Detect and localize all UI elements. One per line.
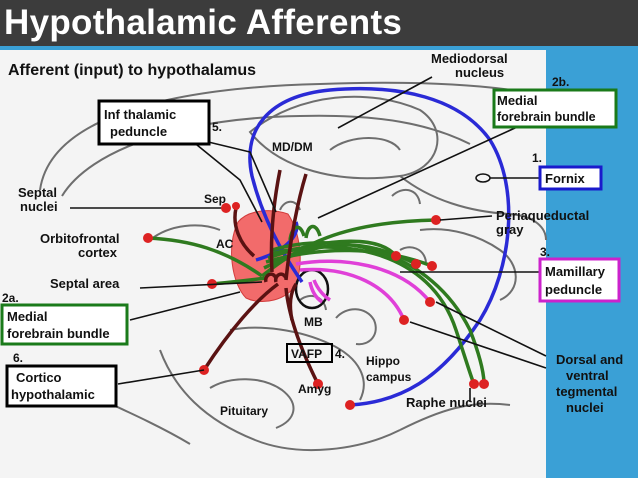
label-mb: MB — [304, 315, 323, 329]
number-3: 3. — [540, 245, 550, 259]
septal-nuclei-dot — [221, 203, 231, 213]
label-orbitofrontal-line1: Orbitofrontal — [40, 231, 119, 246]
mfb-endpoint-dots — [143, 215, 489, 389]
box-mamillary-peduncle — [538, 257, 621, 303]
label-mfb-right-line2: forebrain bundle — [497, 110, 596, 124]
label-orbitofrontal-line2: cortex — [78, 245, 118, 260]
number-6: 6. — [13, 351, 23, 365]
mfb-pathway — [147, 218, 486, 385]
box-inf-thalamic-peduncle — [97, 99, 211, 146]
box-vafp — [286, 343, 333, 363]
fornix-dot — [345, 400, 355, 410]
label-mediodorsal-line1: Mediodorsal — [431, 51, 508, 66]
label-tegmental-line1: Dorsal and — [556, 352, 623, 367]
number-2a: 2a. — [2, 291, 19, 305]
label-inf-thalamic-line1: Inf thalamic — [104, 107, 176, 122]
label-mfb-left-line2: forebrain bundle — [7, 326, 110, 341]
label-hippocampus-line2: campus — [366, 370, 412, 384]
cortico-amygdala-pathway — [202, 169, 320, 385]
label-sep: Sep — [204, 192, 226, 206]
label-ac: AC — [216, 237, 234, 251]
label-mfb-right-line1: Medial — [497, 93, 537, 108]
number-5: 5. — [212, 120, 222, 134]
label-cortico-line1: Cortico — [16, 370, 62, 385]
box-cortico-hypothalamic — [5, 364, 118, 408]
figure-heading: Afferent (input) to hypothalamus — [8, 62, 256, 79]
label-septal-nuclei-line1: Septal — [18, 185, 57, 200]
label-mfb-left-line1: Medial — [7, 309, 47, 324]
label-fornix: Fornix — [545, 171, 585, 186]
mamillary-peduncle-pathway — [295, 259, 432, 321]
label-vafp: VAFP — [291, 347, 322, 361]
number-4: 4. — [335, 347, 345, 361]
label-septal-nuclei-line2: nuclei — [20, 199, 58, 214]
label-mediodorsal-line2: nucleus — [455, 65, 504, 80]
slide-title: Hypothalamic Afferents — [4, 3, 403, 42]
label-mamillary-line1: Mamillary — [545, 264, 606, 279]
label-md-dm: MD/DM — [272, 140, 313, 154]
label-mamillary-line2: peduncle — [545, 282, 602, 297]
label-inf-thalamic-line2: peduncle — [110, 124, 167, 139]
label-periaqueductal-line2: gray — [496, 222, 524, 237]
label-amyg: Amyg — [298, 382, 331, 396]
box-medial-forebrain-bundle-right — [492, 88, 618, 129]
label-hippocampus-line1: Hippo — [366, 354, 400, 368]
leader-lines — [70, 76, 551, 402]
label-pituitary: Pituitary — [220, 404, 268, 418]
box-fornix — [538, 165, 603, 191]
number-2b: 2b. — [552, 75, 569, 89]
label-cortico-line2: hypothalamic — [11, 387, 95, 402]
label-tegmental-line4: nuclei — [566, 400, 604, 415]
box-medial-forebrain-bundle-left — [0, 303, 129, 346]
label-septal-area: Septal area — [50, 276, 120, 291]
number-1: 1. — [532, 151, 542, 165]
label-periaqueductal-line1: Periaqueductal — [496, 208, 589, 223]
label-tegmental-line2: ventral — [566, 368, 609, 383]
hypothalamic-afferents-diagram: Afferent (input) to hypothalamus Mediodo… — [0, 46, 638, 478]
label-raphe-nuclei: Raphe nuclei — [406, 395, 487, 410]
label-tegmental-line3: tegmental — [556, 384, 617, 399]
